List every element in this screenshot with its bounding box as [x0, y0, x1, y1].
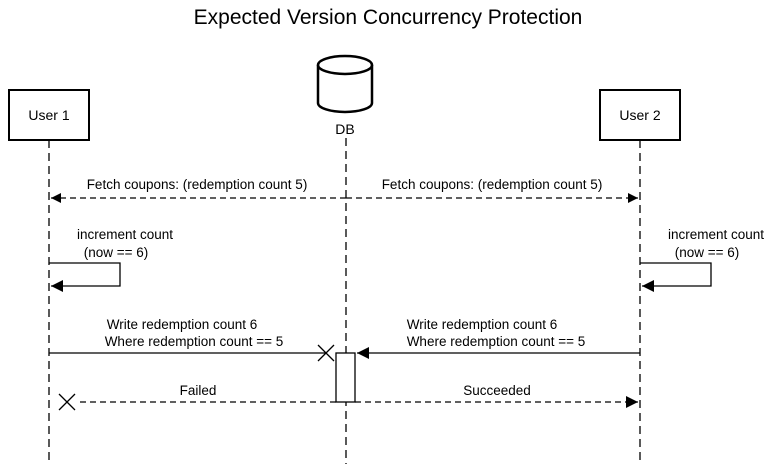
diagram-title: Expected Version Concurrency Protection — [193, 6, 583, 29]
database-icon — [316, 54, 374, 114]
user1-label: User 1 — [28, 107, 69, 123]
increment-label-right-line2: (now == 6) — [675, 245, 740, 260]
write-label-right-line1: Write redemption count 6 — [407, 317, 558, 332]
increment-self-arrow-right — [640, 262, 712, 292]
increment-label-right-line1: increment count — [668, 227, 764, 242]
failed-label: Failed — [180, 383, 217, 398]
write-label-left-line2: Where redemption count == 5 — [105, 334, 284, 349]
db-activation-box — [335, 352, 356, 403]
user2-participant: User 2 — [599, 89, 681, 141]
increment-self-arrow-left — [49, 262, 121, 292]
increment-label-left-line1: increment count — [77, 227, 173, 242]
increment-label-left-line2: (now == 6) — [84, 245, 149, 260]
db-label: DB — [335, 121, 354, 137]
fetch-label-left: Fetch coupons: (redemption count 5) — [87, 177, 308, 192]
fetch-label-right: Fetch coupons: (redemption count 5) — [382, 177, 603, 192]
user1-participant: User 1 — [8, 89, 90, 141]
succeeded-label: Succeeded — [463, 383, 531, 398]
write-label-left-line1: Write redemption count 6 — [107, 317, 258, 332]
write-lost-x-icon — [317, 344, 335, 362]
user2-label: User 2 — [619, 107, 660, 123]
failed-x-icon — [58, 393, 76, 411]
write-label-right-line2: Where redemption count == 5 — [407, 334, 586, 349]
